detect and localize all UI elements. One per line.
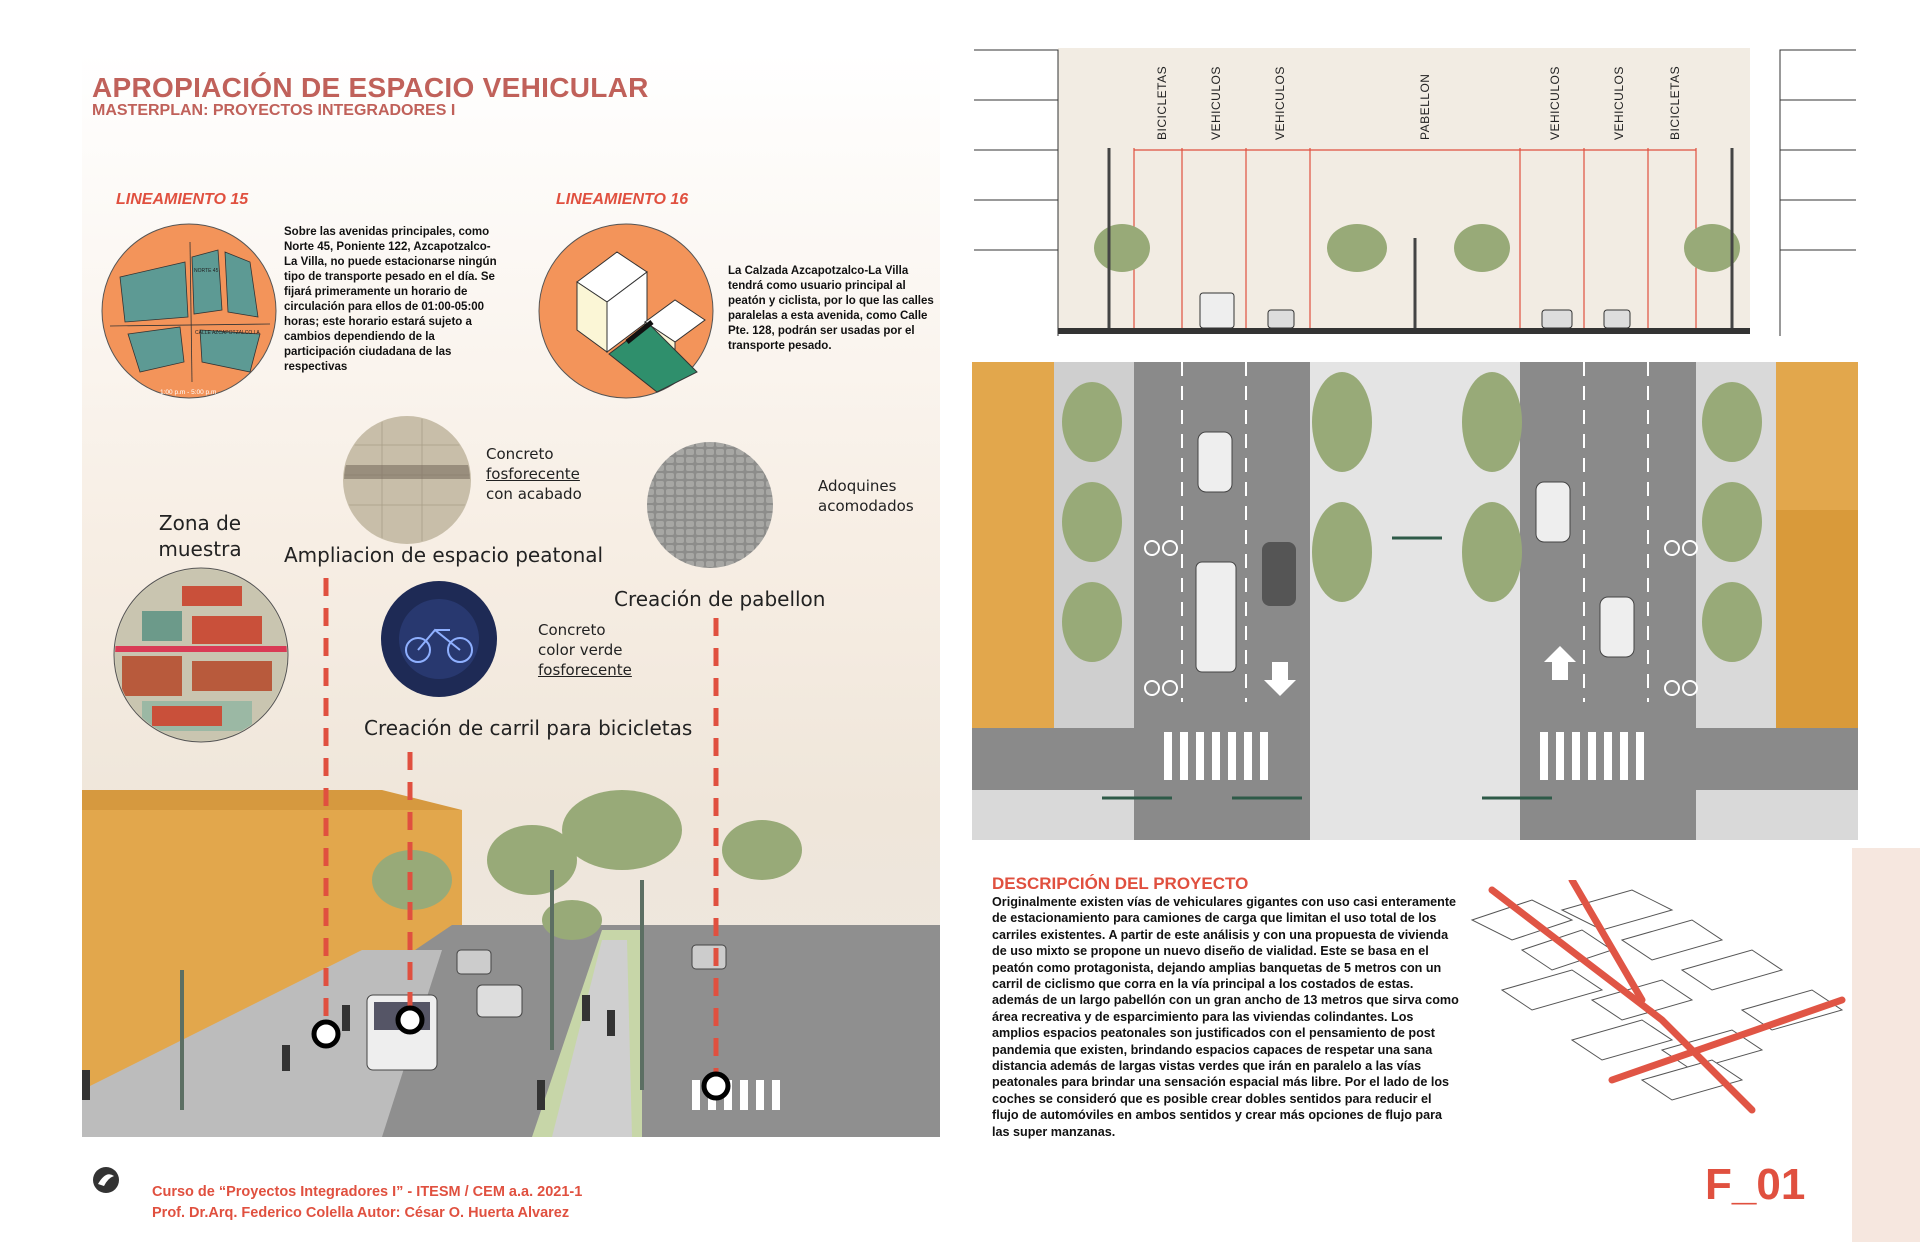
footer-course: Curso de “Proyectos Integradores I” - IT… [152, 1184, 583, 1200]
pabellon-label: Creación de pabellon [614, 587, 826, 611]
description-heading: DESCRIPCIÓN DEL PROYECTO [992, 874, 1249, 893]
adoquines-texture [647, 442, 773, 568]
lineamiento-16-label: LINEAMIENTO 16 [556, 191, 689, 208]
carril-label: Creación de carril para bicicletas [364, 716, 693, 740]
section-lane-label-6: VEHICULOS [1612, 66, 1626, 140]
map-hours-label: 1:00 p.m - 5:00 p.m [160, 389, 216, 396]
concreto2-line2: color verde [538, 641, 623, 659]
concreto2-line3: fosforecente [538, 661, 632, 679]
zona-muestra-label: Zona de muestra [158, 511, 242, 561]
connector-lines [311, 578, 731, 1101]
concreto1-line1: Concreto [486, 445, 554, 463]
footer-author: Prof. Dr.Arq. Federico Colella Autor: Cé… [152, 1205, 570, 1221]
section-lane-label-7: BICICLETAS [1668, 65, 1682, 140]
section-lane-label-4: PABELLON [1418, 73, 1432, 140]
concreto2-line1: Concreto [538, 621, 606, 639]
lineamiento-16-text: La Calzada Azcapotzalco-La Villa tendrá … [728, 265, 934, 352]
description-body: Originalmente existen vías de vehiculare… [992, 895, 1459, 1139]
itesm-logo-icon [93, 1167, 119, 1193]
adoquines-label: Adoquines acomodados [818, 476, 914, 516]
ampliacion-label: Ampliacion de espacio peatonal [284, 543, 604, 567]
street-section-elevation [972, 48, 1858, 336]
concreto1-line3: con acabado [486, 485, 582, 503]
section-lane-label-1: BICICLETAS [1155, 65, 1169, 140]
section-lane-label-5: VEHICULOS [1548, 66, 1562, 140]
section-lane-label-3: VEHICULOS [1273, 66, 1287, 140]
adoquines-line1: Adoquines [818, 477, 897, 495]
lineamiento-15-label: LINEAMIENTO 15 [116, 191, 249, 208]
zona-muestra-map [113, 567, 289, 743]
lineamiento-16-diagram [538, 223, 714, 399]
concreto-verde-texture [381, 581, 497, 697]
map-street-label: CALLE AZCAPOTZALCO LA [195, 330, 260, 336]
concreto1-label: Concreto fosforecente con acabado [486, 444, 582, 504]
street-plan-view [972, 362, 1858, 840]
map-street-label-2: NORTE 45 [194, 268, 219, 274]
right-accent-strip [1852, 848, 1920, 1242]
concreto1-line2: fosforecente [486, 465, 580, 483]
adoquines-line2: acomodados [818, 497, 914, 515]
concreto-fosforecente-texture [343, 416, 471, 544]
axonometric-block-map [1470, 880, 1846, 1114]
section-lane-label-2: VEHICULOS [1209, 66, 1223, 140]
page-subtitle: MASTERPLAN: PROYECTOS INTEGRADORES I [92, 102, 456, 119]
lineamiento-15-map: CALLE AZCAPOTZALCO LA NORTE 45 1:00 p.m … [101, 223, 277, 399]
concreto2-label: Concreto color verde fosforecente [538, 620, 632, 680]
lineamiento-15-text: Sobre las avenidas principales, como Nor… [284, 226, 497, 373]
page-title: APROPIACIÓN DE ESPACIO VEHICULAR [92, 72, 649, 103]
street-perspective-illustration [82, 790, 940, 1137]
sheet-number: F_01 [1705, 1160, 1806, 1209]
